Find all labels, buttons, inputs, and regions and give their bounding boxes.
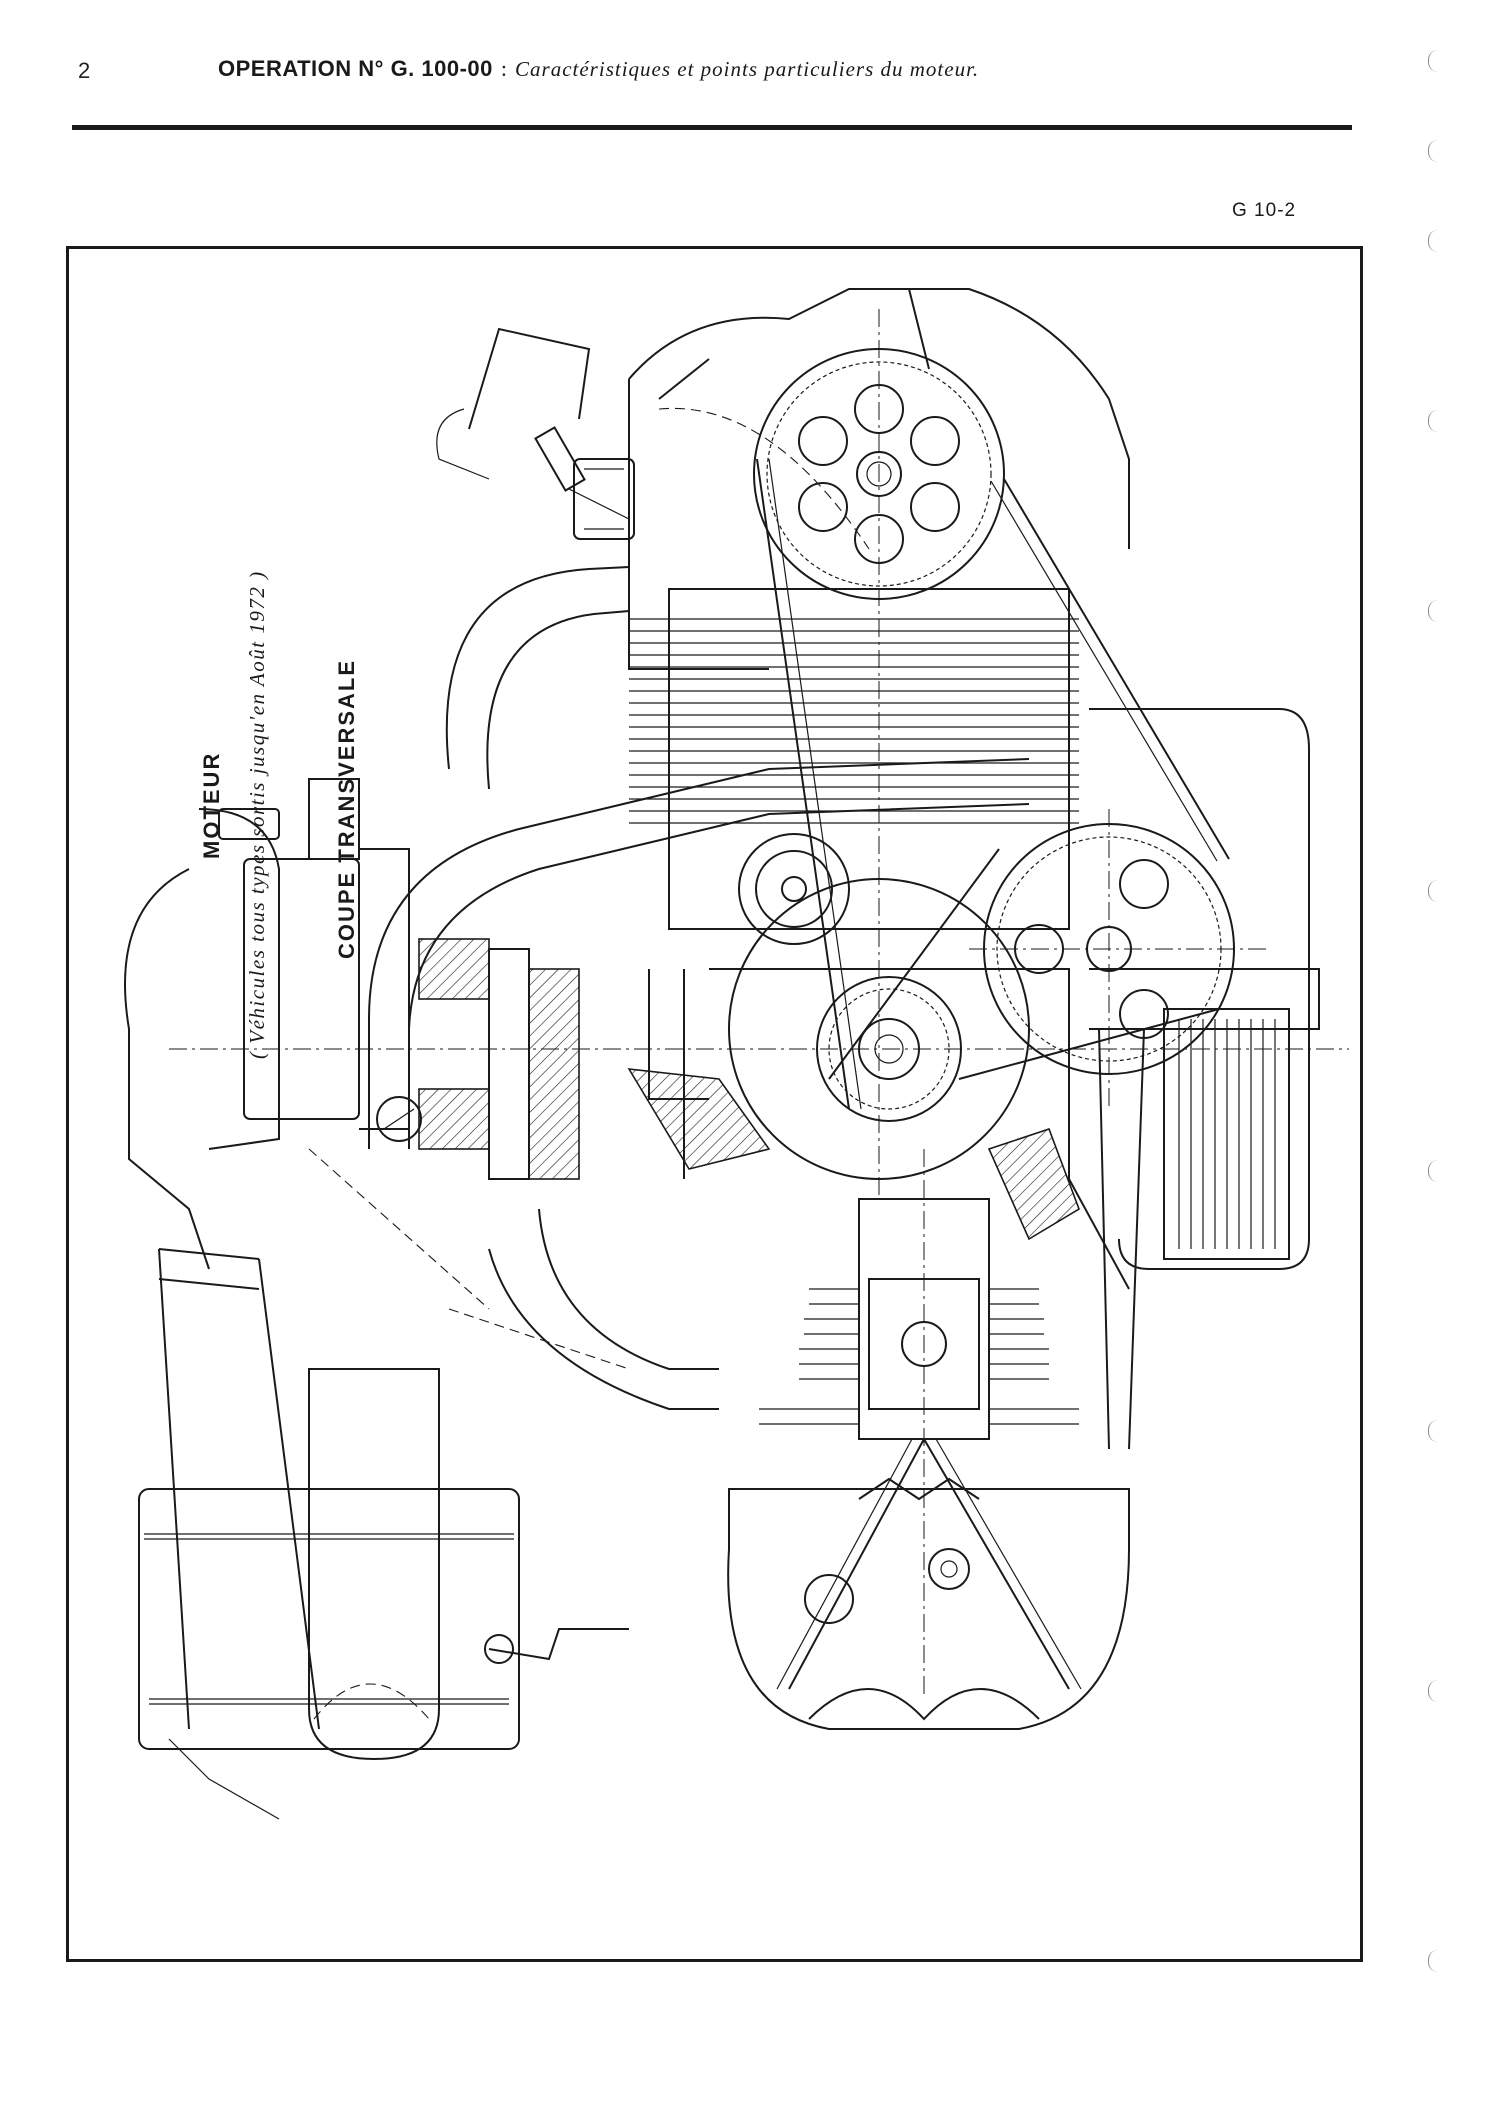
control-cable [436,327,630,1664]
header-separator: : [500,56,508,81]
upper-rocker-cover [573,288,1130,670]
operation-number: OPERATION N° G. 100-00 [218,56,493,81]
timing-belt [753,348,1235,1122]
figure-frame: MOTEUR ( Véhicules tous types sortis jus… [66,246,1363,1962]
page-number: 2 [78,58,91,83]
engine-cross-section-drawing [124,288,1349,1820]
binder-mark [1428,140,1447,162]
intake-hose [488,1208,719,1410]
binder-mark [1428,600,1447,622]
tensioner-pulley [738,833,850,945]
crankcase [627,878,1130,1290]
figure-caption-title: MOTEUR [199,751,224,859]
air-filter-housing [124,778,520,1820]
construction-centre-lines [169,309,1349,1370]
heater-pipe [368,566,1030,1149]
binder-mark [1428,1680,1447,1702]
binder-mark [1428,230,1447,252]
operation-description: Caractéristiques et points particuliers … [515,57,980,81]
binder-mark [1428,1950,1447,1972]
flange-section [418,938,580,1180]
binder-mark [1428,880,1447,902]
binder-mark [1428,1420,1447,1442]
binder-mark [1428,50,1447,72]
lower-cylinder-head [727,1438,1130,1730]
binder-mark [1428,410,1447,432]
oil-cooler [1089,708,1320,1450]
header-rule [72,125,1352,130]
figure-caption-section: COUPE TRANSVERSALE [334,658,359,959]
binder-mark [1428,1160,1447,1182]
header-title: OPERATION N° G. 100-00: Caractéristiques … [218,56,979,82]
figure-reference: G 10-2 [1232,200,1297,221]
upper-cylinder-fins [629,588,1079,930]
figure-caption-subtitle: ( Véhicules tous types sortis jusqu'en A… [245,570,269,1059]
